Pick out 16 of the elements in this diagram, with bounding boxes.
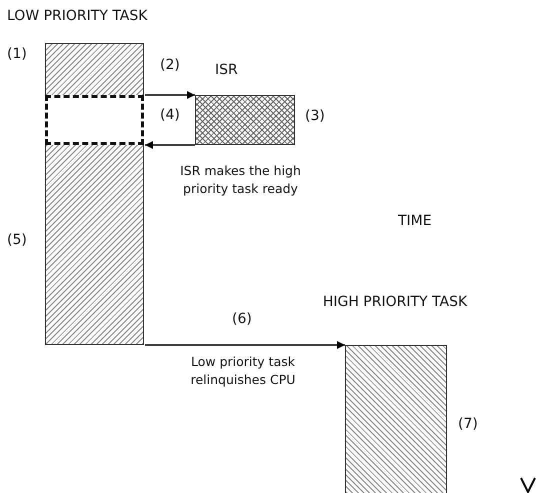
- arrow: [145, 91, 195, 99]
- edge-label: (6): [232, 310, 252, 328]
- step-number: (7): [458, 415, 478, 433]
- note-text: ISR makes the high priority task ready: [179, 162, 302, 198]
- note-text: Low priority task relinquishes CPU: [190, 353, 296, 389]
- arrow: [145, 141, 195, 149]
- step-number: (3): [305, 107, 325, 125]
- axis-label: TIME: [398, 212, 432, 230]
- edge-label: (4): [160, 106, 180, 124]
- task-heading: HIGH PRIORITY TASK: [322, 293, 468, 311]
- arrow: [145, 341, 345, 349]
- step-number: (1): [7, 45, 27, 63]
- task-heading: ISR: [215, 61, 238, 79]
- task-heading: LOW PRIORITY TASK: [7, 7, 148, 25]
- edge-label: (2): [160, 56, 180, 74]
- step-number: (5): [7, 231, 27, 249]
